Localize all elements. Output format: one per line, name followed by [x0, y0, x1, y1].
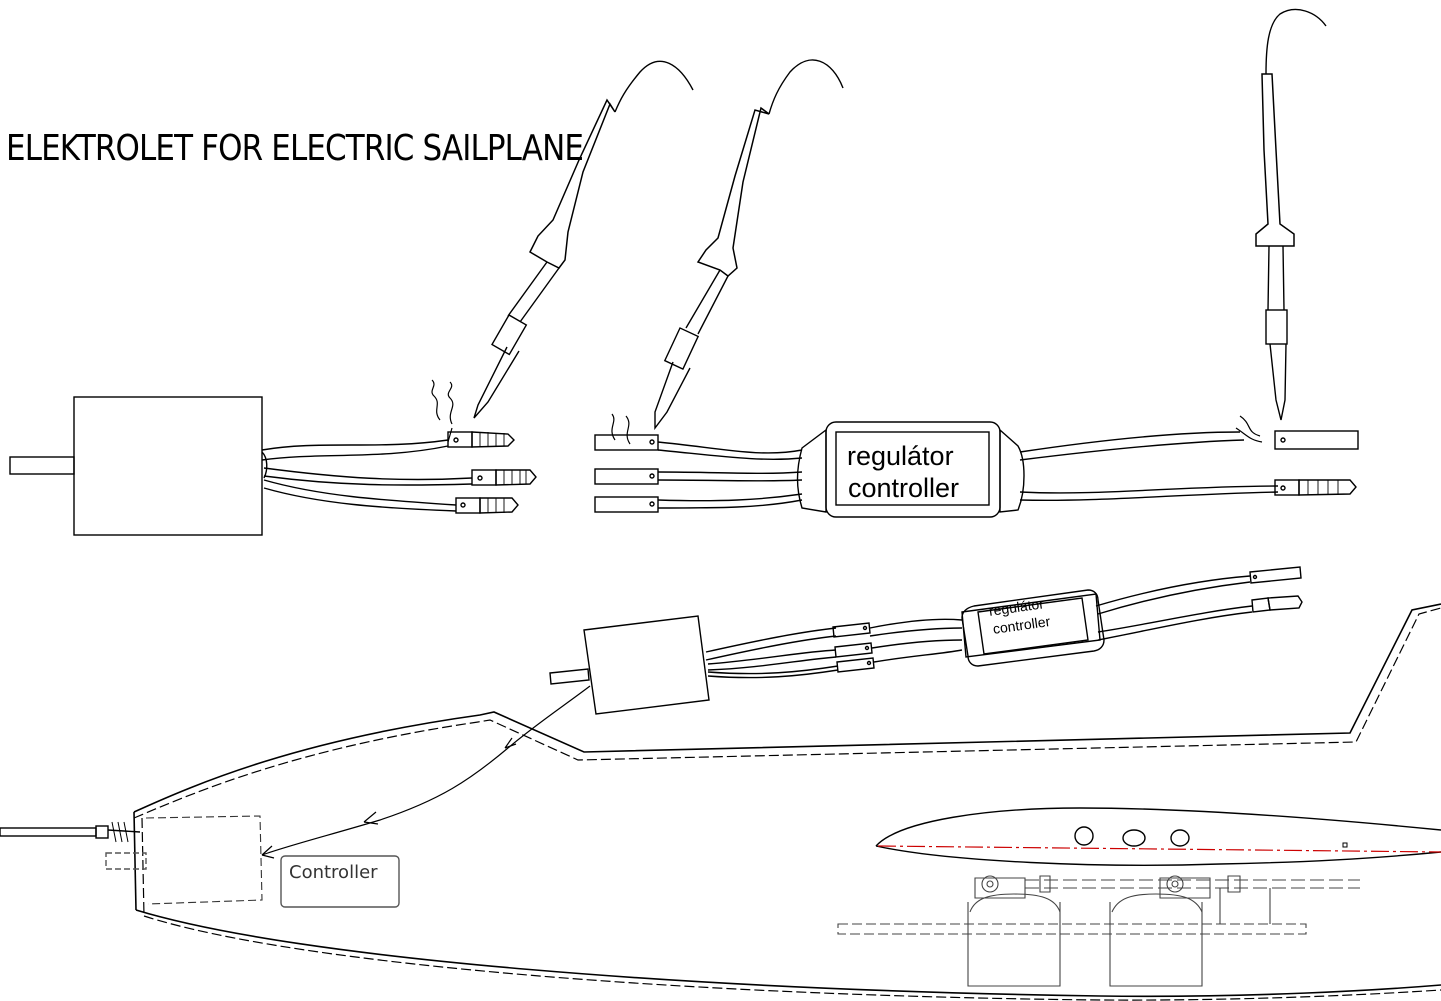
wing-airfoil — [875, 807, 1441, 866]
motor-placement-arrow — [261, 685, 591, 859]
smoke-left — [431, 379, 454, 443]
fuselage-outline — [133, 603, 1441, 1001]
controller-small-body — [961, 589, 1105, 667]
assembled-wires — [705, 575, 1253, 679]
controller-wires-right — [1019, 431, 1279, 502]
controller-main-line1: regulátor — [847, 441, 954, 471]
motor-wires-top — [261, 439, 473, 512]
female-connector-right — [1274, 430, 1359, 450]
controller-main-line2: controller — [848, 473, 960, 503]
fuselage-motor-dashed — [145, 815, 263, 905]
female-connector-3 — [594, 496, 659, 513]
assembled-connectors — [832, 566, 1303, 673]
connector-male-1 — [447, 431, 515, 448]
connector-male-2 — [471, 469, 537, 486]
motor-small — [549, 615, 710, 715]
female-connector-1 — [594, 434, 659, 451]
soldering-iron-1 — [473, 60, 694, 419]
fuselage-controller-label: Controller — [289, 862, 378, 883]
soldering-iron-2 — [654, 59, 844, 431]
diagram-title: ELEKTROLET FOR ELECTRIC SAILPLANE — [6, 128, 584, 169]
prop-shaft — [0, 821, 147, 870]
controller-label-box — [280, 855, 400, 908]
controller-main-body — [796, 421, 1025, 518]
smoke-mid — [611, 413, 631, 445]
motor-top — [9, 396, 268, 536]
connector-male-right — [1274, 479, 1357, 496]
connector-male-3 — [455, 497, 519, 514]
smoke-right — [1235, 415, 1263, 443]
soldering-iron-3 — [1255, 8, 1327, 421]
controller-wires-left — [657, 441, 803, 509]
female-connector-2 — [594, 468, 659, 485]
servos — [837, 875, 1360, 987]
